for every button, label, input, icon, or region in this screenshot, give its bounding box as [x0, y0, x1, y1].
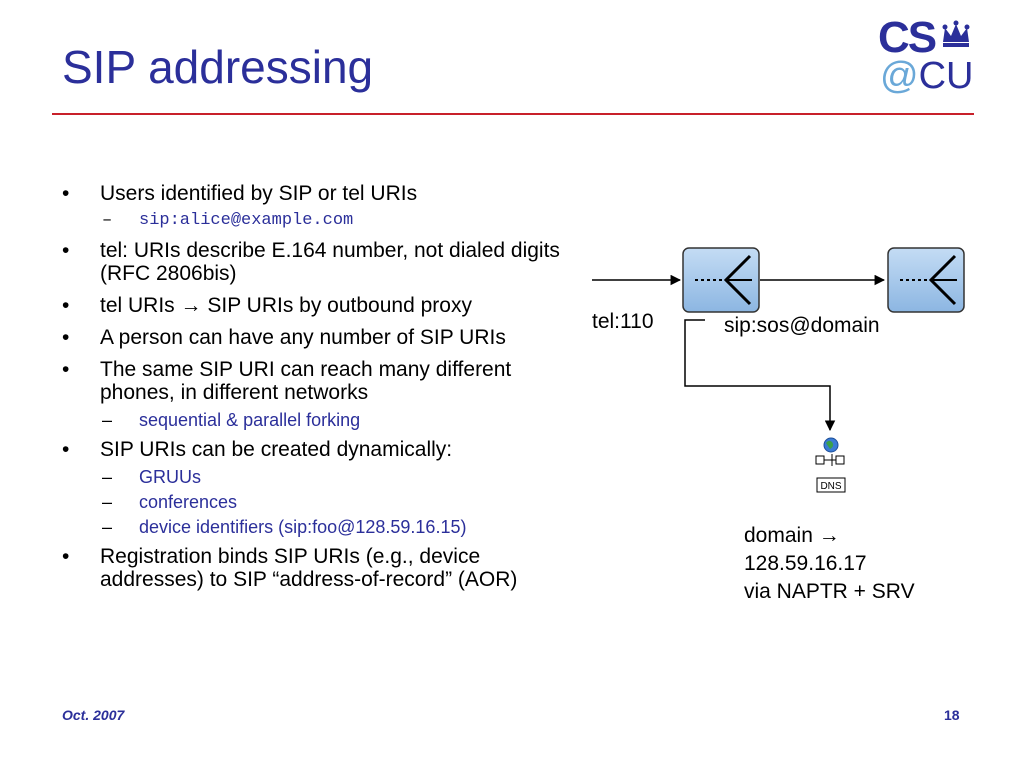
sub-bullet-glyph: – — [102, 467, 113, 487]
sub-bullet-glyph: – — [102, 517, 113, 537]
slide-title: SIP addressing — [62, 41, 374, 93]
bullet-item: • Users identified by SIP or tel URIs — [62, 182, 582, 205]
crown-icon — [942, 20, 970, 47]
sub-bullet-glyph: – — [102, 410, 113, 430]
dns-resolution-caption: domain → 128.59.16.17 via NAPTR + SRV — [744, 522, 915, 606]
dns-server-icon: DNS — [815, 437, 846, 493]
bullet-item: • SIP URIs can be created dynamically: — [62, 438, 582, 461]
bullet-list: • Users identified by SIP or tel URIs – si… — [62, 182, 582, 600]
sub-bullet-item: – sip:alice@example.com — [62, 210, 582, 232]
sub-bullet-text: sip:alice@example.com — [139, 211, 354, 230]
bullet-glyph: • — [62, 358, 70, 381]
bullet-glyph: • — [62, 294, 70, 317]
footer-date: Oct. 2007 — [62, 707, 125, 723]
bullet-glyph: • — [62, 438, 70, 461]
bullet-item: • tel: URIs describe E.164 number, not di… — [62, 239, 582, 285]
sub-bullet-item: – conferences — [62, 491, 582, 513]
bullet-text: Users identified by SIP or tel URIs — [100, 182, 418, 205]
bullet-text: tel: URIs describe E.164 number, not dia… — [100, 239, 560, 285]
dns-caption-line: 128.59.16.17 — [744, 552, 867, 575]
dns-icon-label: DNS — [820, 481, 841, 492]
proxy-router-icon — [682, 247, 760, 313]
page-number: 18 — [944, 707, 960, 723]
bullet-glyph: • — [62, 182, 70, 205]
sub-bullet-item: – sequential & parallel forking — [62, 409, 582, 431]
logo-cu: CU — [918, 55, 974, 97]
bullet-text: tel URIs → SIP URIs by outbound proxy — [100, 294, 472, 317]
sub-bullet-text: sequential & parallel forking — [139, 410, 361, 430]
sub-bullet-text: device identifiers (sip:foo@128.59.16.15… — [139, 517, 467, 537]
bullet-text: A person can have any number of SIP URIs — [100, 326, 506, 349]
dns-lookup-arrow — [684, 319, 836, 432]
title-divider — [52, 113, 974, 115]
sub-bullet-glyph: – — [102, 211, 113, 230]
sub-bullet-item: – device identifiers (sip:foo@128.59.16.1… — [62, 516, 582, 538]
sub-bullet-text: GRUUs — [139, 467, 201, 487]
tel-uri-label: tel:110 — [592, 310, 654, 333]
bullet-item: • A person can have any number of SIP URI… — [62, 326, 582, 349]
sip-routing-diagram: DNS — [592, 247, 965, 493]
bullet-text: The same SIP URI can reach many differen… — [100, 358, 512, 404]
bullet-text: Registration binds SIP URIs (e.g., devic… — [100, 545, 518, 591]
bullet-item: • The same SIP URI can reach many differe… — [62, 358, 582, 404]
logo-at: @ — [880, 55, 919, 97]
bullet-item: • Registration binds SIP URIs (e.g., devi… — [62, 545, 582, 591]
cs-columbia-logo: CS @CU — [878, 13, 974, 97]
sub-bullet-text: conferences — [139, 492, 238, 512]
bullet-glyph: • — [62, 239, 70, 262]
sub-bullet-glyph: – — [102, 492, 113, 512]
bullet-item: • tel URIs → SIP URIs by outbound proxy — [62, 294, 582, 317]
bullet-glyph: • — [62, 545, 70, 568]
logo-cs-text: CS — [878, 13, 937, 62]
dns-caption-line: via NAPTR + SRV — [744, 580, 915, 603]
logo-cu-text: @CU — [880, 56, 973, 96]
bullet-glyph: • — [62, 326, 70, 349]
sip-uri-label: sip:sos@domain — [724, 314, 880, 337]
bullet-text: SIP URIs can be created dynamically: — [100, 438, 453, 461]
sub-bullet-item: – GRUUs — [62, 466, 582, 488]
destination-router-icon — [887, 247, 965, 313]
dns-caption-line: domain → — [744, 524, 840, 547]
